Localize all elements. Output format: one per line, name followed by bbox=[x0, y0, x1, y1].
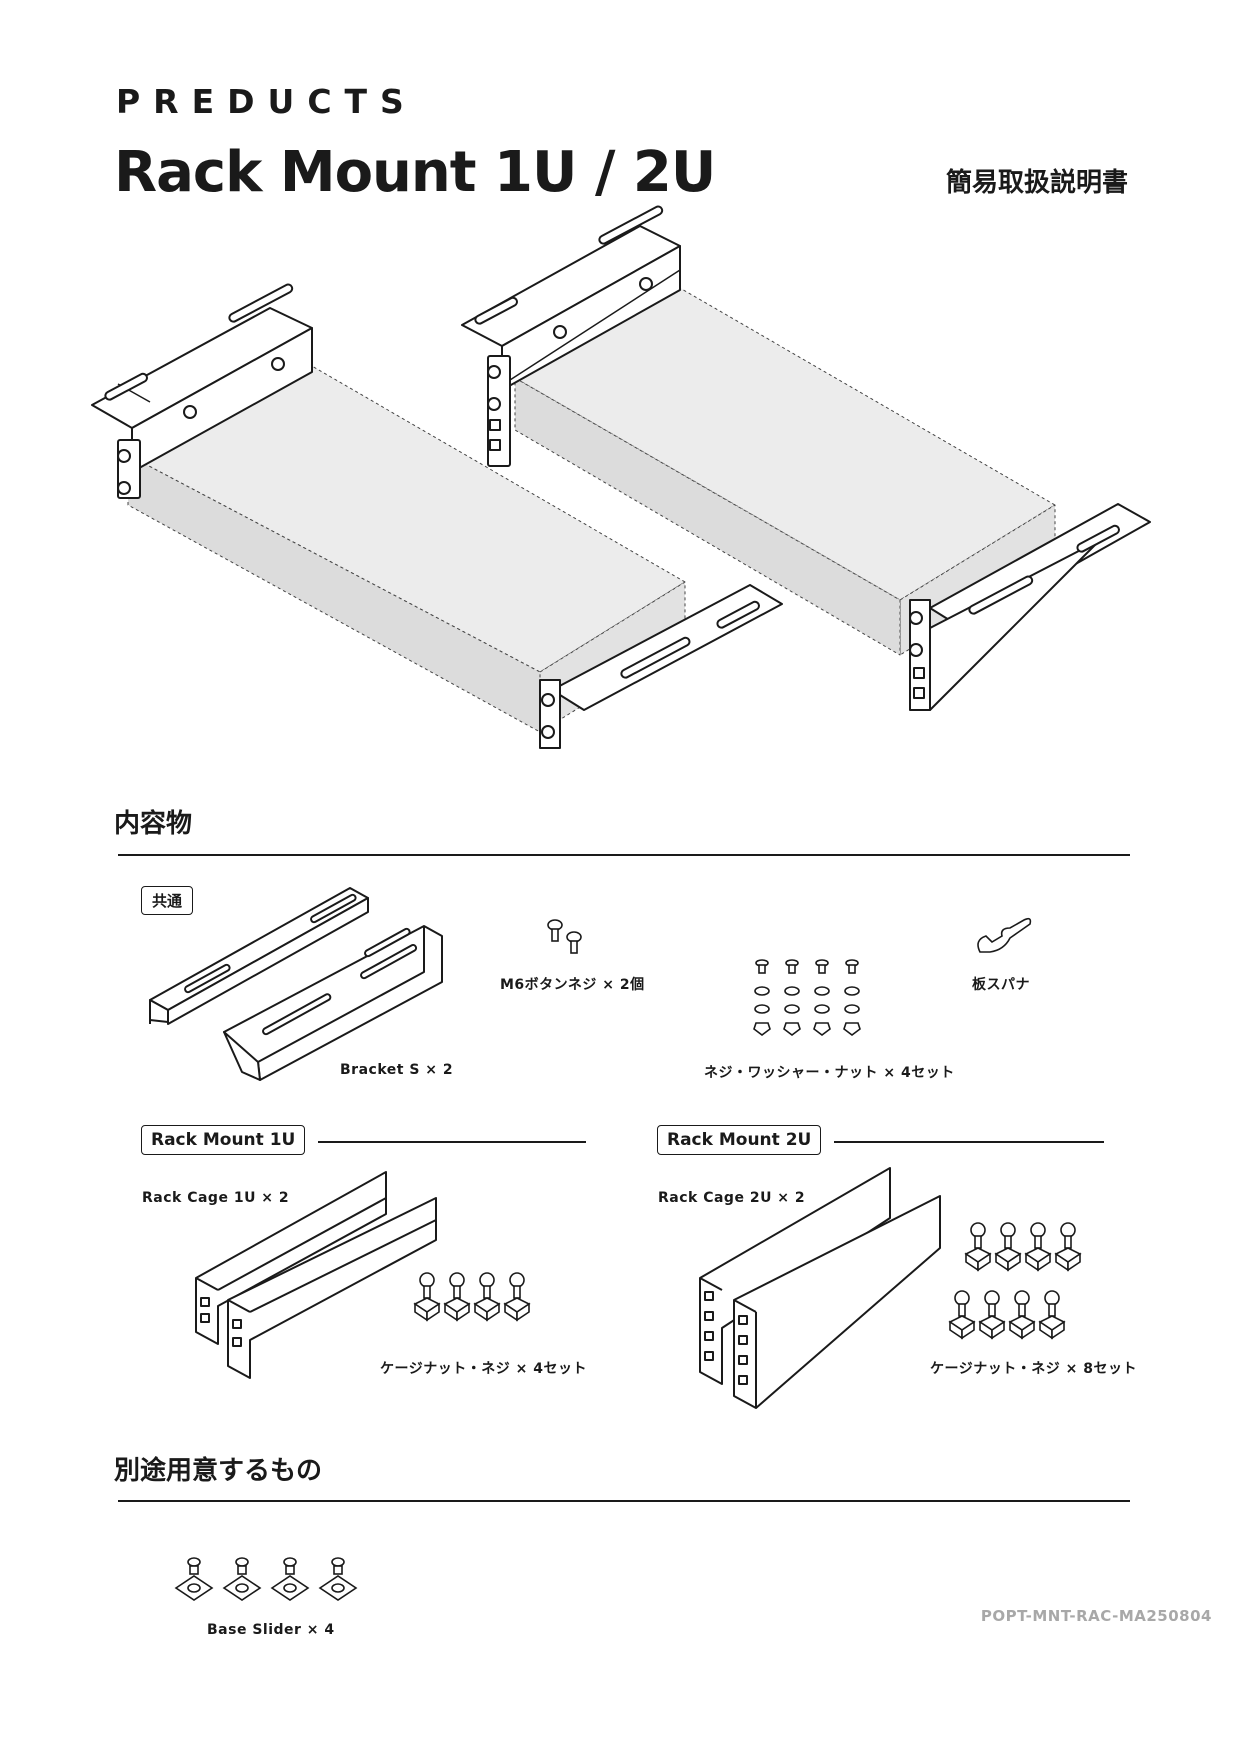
m6-button-screw-caption: M6ボタンネジ × 2個 bbox=[500, 977, 645, 993]
page-title: Rack Mount 1U / 2U bbox=[114, 140, 716, 205]
separately-divider bbox=[118, 1500, 1130, 1502]
base-slider-icons bbox=[174, 1557, 358, 1601]
cage-nut-1u-caption: ケージナット・ネジ × 4セット bbox=[380, 1361, 587, 1377]
bracket-s-caption: Bracket S × 2 bbox=[340, 1062, 454, 1078]
rack-mount-1u-divider bbox=[318, 1141, 586, 1143]
m6-button-screw-icons bbox=[547, 919, 582, 954]
rack-cage-1u-icon-1 bbox=[195, 1171, 387, 1345]
base-slider-caption: Base Slider × 4 bbox=[207, 1622, 335, 1638]
document-code: POPT-MNT-RAC-MA250804 bbox=[980, 1607, 1212, 1625]
shelf-2u bbox=[514, 287, 1056, 601]
cage-nut-2u-icons bbox=[948, 1222, 1082, 1340]
contents-divider bbox=[118, 854, 1130, 856]
rack-mount-2u-divider bbox=[834, 1141, 1104, 1143]
cage-nut-1u-icons bbox=[413, 1272, 531, 1322]
cage-nut-2u-caption: ケージナット・ネジ × 8セット bbox=[930, 1361, 1137, 1377]
rack-mount-1u-tag: Rack Mount 1U bbox=[141, 1125, 306, 1155]
manual-subtitle: 簡易取扱説明書 bbox=[945, 168, 1128, 198]
brand-logo: PREDUCTS bbox=[116, 82, 417, 121]
washer-nut-icons bbox=[753, 959, 861, 1036]
washer-nut-caption: ネジ・ワッシャー・ナット × 4セット bbox=[704, 1065, 955, 1081]
spanner-icon bbox=[977, 917, 1032, 953]
rack-mount-hero-illustration bbox=[91, 205, 1151, 749]
common-tag: 共通 bbox=[141, 886, 194, 915]
contents-heading: 内容物 bbox=[114, 809, 193, 839]
rack-cage-1u-icon-2 bbox=[227, 1197, 437, 1379]
separately-heading: 別途用意するもの bbox=[114, 1456, 323, 1486]
rack-mount-2u-tag: Rack Mount 2U bbox=[657, 1125, 822, 1155]
spanner-caption: 板スパナ bbox=[972, 977, 1030, 993]
rack-cage-1u-caption: Rack Cage 1U × 2 bbox=[142, 1190, 290, 1206]
rack-cage-2u-icon-2 bbox=[733, 1195, 941, 1409]
rack-cage-2u-caption: Rack Cage 2U × 2 bbox=[658, 1190, 806, 1206]
